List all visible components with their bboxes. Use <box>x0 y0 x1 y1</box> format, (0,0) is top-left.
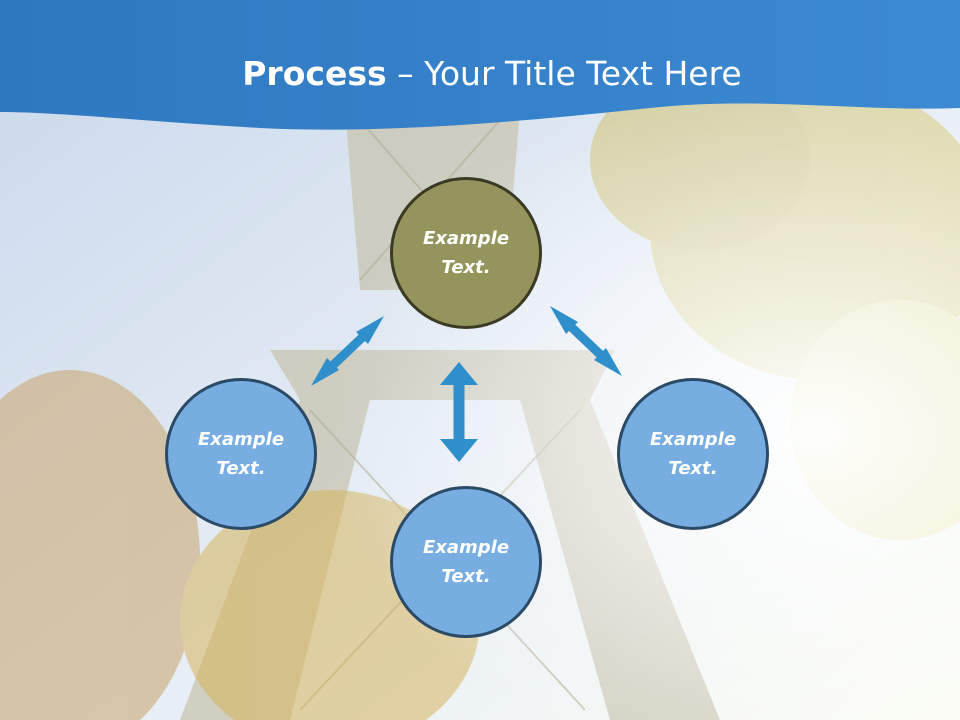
node-label-line2: Text. <box>216 458 266 479</box>
node-label-line1: Example <box>422 537 510 558</box>
node-label-line1: Example <box>649 429 737 450</box>
slide-title: Process – Your Title Text Here <box>0 52 960 96</box>
title-bold: Process <box>242 54 387 93</box>
arrow-top-right <box>550 306 622 376</box>
title-rest: – Your Title Text Here <box>386 54 742 93</box>
node-label-line2: Text. <box>441 566 491 587</box>
node-label-line2: Text. <box>668 458 718 479</box>
node-label-line1: Example <box>197 429 285 450</box>
node-label-line1: Example <box>422 228 510 249</box>
node-label-line2: Text. <box>441 257 491 278</box>
arrow-top-left <box>311 316 384 386</box>
arrow-center-bottom <box>440 362 478 462</box>
